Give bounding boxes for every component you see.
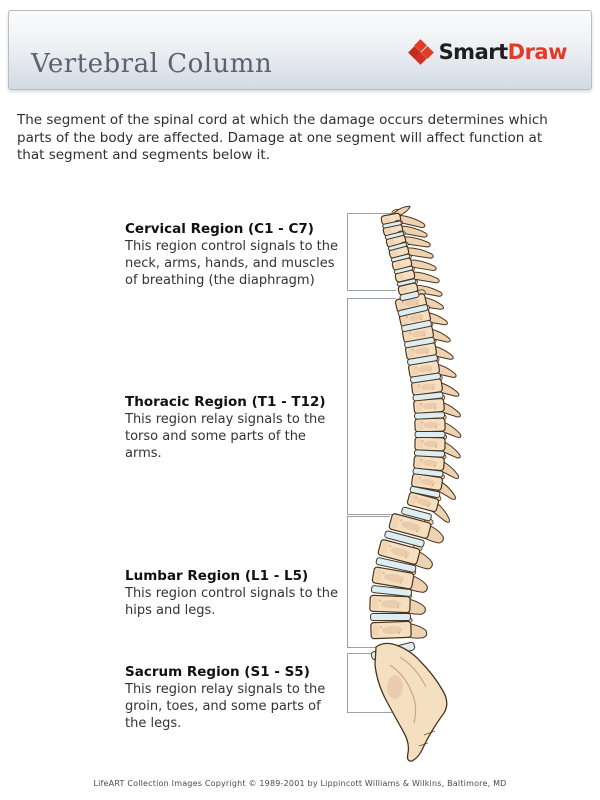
header-bar: Vertebral Column SmartDraw [8,10,592,90]
thoracic-callout-bracket [347,298,396,515]
cervical-heading: Cervical Region (C1 - C7) [125,221,314,237]
smartdraw-wordmark: SmartDraw [438,40,568,64]
thoracic-description: This region relay signals to the torso a… [125,412,326,461]
sacrum-description: This region relay signals to the groin, … [125,682,326,731]
sacrum-heading: Sacrum Region (S1 - S5) [125,664,310,680]
section-lumbar: Lumbar Region (L1 - L5) This region cont… [125,568,360,619]
spine-illustration [369,205,462,762]
intro-paragraph: The segment of the spinal cord at which … [17,112,548,163]
logo-smart-text: Smart [438,40,509,64]
section-cervical: Cervical Region (C1 - C7) This region co… [125,221,360,289]
lumbar-description: This region control signals to the hips … [125,586,339,618]
cervical-callout-bracket [347,213,396,291]
lumbar-callout-bracket [347,516,390,648]
section-sacrum: Sacrum Region (S1 - S5) This region rela… [125,664,360,732]
logo-draw-text: Draw [507,40,568,64]
cervical-description: This region control signals to the neck,… [125,239,339,288]
page-title: Vertebral Column [31,49,273,79]
smartdraw-logo[interactable]: SmartDraw [407,39,568,65]
thoracic-heading: Thoracic Region (T1 - T12) [125,394,326,410]
lumbar-heading: Lumbar Region (L1 - L5) [125,568,309,584]
section-thoracic: Thoracic Region (T1 - T12) This region r… [125,394,360,462]
copyright-footer: LifeART Collection Images Copyright © 19… [93,779,507,788]
sacrum-callout-bracket [347,653,421,713]
smartdraw-diamond-icon [407,39,434,65]
